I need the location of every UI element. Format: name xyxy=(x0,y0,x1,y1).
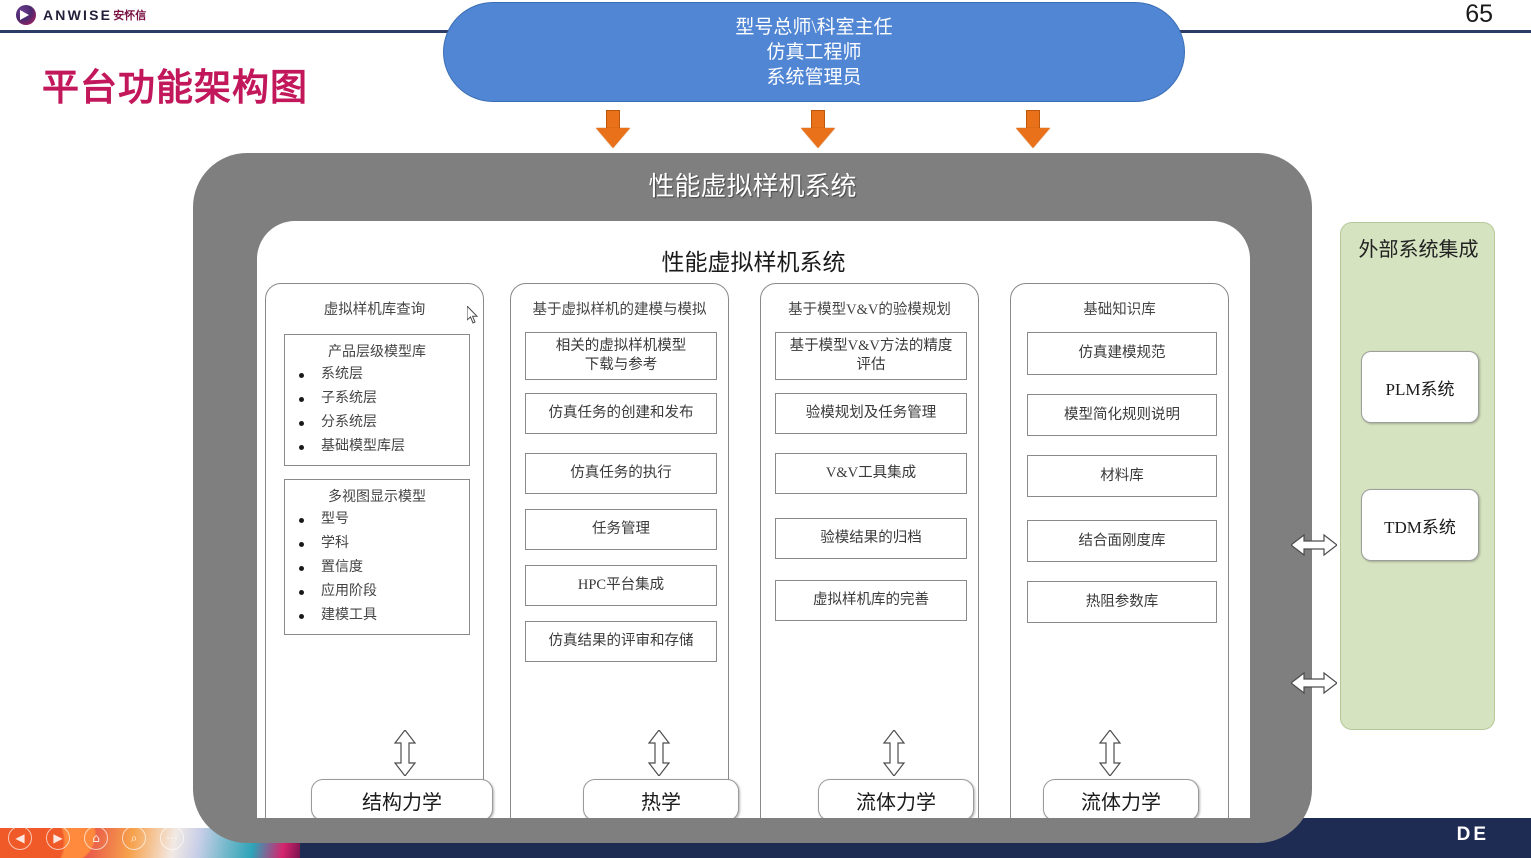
item-box[interactable]: 验模结果的归档 xyxy=(775,518,967,559)
list-item[interactable]: 应用阶段 xyxy=(295,580,469,604)
taskbar-right-label: DE xyxy=(1456,824,1489,845)
more-icon[interactable]: ⋯ xyxy=(160,826,184,850)
double-arrow-icon-discipline-2 xyxy=(646,730,672,776)
mouse-cursor xyxy=(466,304,479,324)
system-inner-title: 性能虚拟样机系统 xyxy=(661,250,846,275)
double-arrow-icon-discipline-1 xyxy=(392,730,418,776)
external-system-plm[interactable]: PLM系统 xyxy=(1361,351,1479,423)
item-box[interactable]: 材料库 xyxy=(1027,455,1217,497)
double-arrow-icon-discipline-3 xyxy=(881,730,907,776)
item-box[interactable]: 基于模型V&V方法的精度评估 xyxy=(775,332,967,380)
discipline-box-fluid-2[interactable]: 流体力学 xyxy=(1043,779,1199,821)
home-icon[interactable]: ⌂ xyxy=(84,826,108,850)
system-inner-panel: 性能虚拟样机系统 虚拟样机库查询 产品层级模型库 系统层 子系统层 分系统层 基… xyxy=(257,221,1250,858)
external-systems-title: 外部系统集成 xyxy=(1358,239,1479,261)
role-banner-line-2: 仿真工程师 xyxy=(766,41,862,63)
column-modeling-simulation[interactable]: 基于虚拟样机的建模与模拟 相关的虚拟样机模型下载与参考 仿真任务的创建和发布 仿… xyxy=(510,283,729,836)
column-virtual-prototype-query[interactable]: 虚拟样机库查询 产品层级模型库 系统层 子系统层 分系统层 基础模型库层 多视图… xyxy=(265,283,484,836)
arrow-shaft xyxy=(1026,110,1040,129)
item-box[interactable]: 仿真任务的创建和发布 xyxy=(525,393,717,434)
arrow-head xyxy=(1016,128,1050,148)
column-title: 基于模型V&V的验模规划 xyxy=(788,302,951,318)
list-item[interactable]: 型号 xyxy=(295,508,469,532)
anwise-logo-cjk: 安怀信 xyxy=(113,9,147,22)
external-system-tdm[interactable]: TDM系统 xyxy=(1361,489,1479,561)
taskbar-icon-group: ◀ ▶ ⌂ ⌕ ⋯ xyxy=(8,826,184,850)
role-banner-line-1: 型号总师\科室主任 xyxy=(735,16,893,38)
item-box[interactable]: 模型简化规则说明 xyxy=(1027,394,1217,436)
list-item[interactable]: 系统层 xyxy=(295,363,469,387)
item-box[interactable]: 热阻参数库 xyxy=(1027,581,1217,623)
item-box[interactable]: 任务管理 xyxy=(525,509,717,550)
down-arrow-icon-1 xyxy=(596,110,630,148)
column-title: 基于虚拟样机的建模与模拟 xyxy=(532,302,707,318)
list-item[interactable]: 建模工具 xyxy=(295,604,469,628)
arrow-shaft xyxy=(811,110,825,129)
search-icon[interactable]: ⌕ xyxy=(122,826,146,850)
anwise-logo-mark-icon xyxy=(16,5,36,25)
double-arrow-icon-tdm xyxy=(1291,670,1337,696)
item-box[interactable]: 仿真结果的评审和存储 xyxy=(525,621,717,662)
down-arrow-icon-3 xyxy=(1016,110,1050,148)
role-banner-line-3: 系统管理员 xyxy=(766,66,862,88)
anwise-logo-text: ANWISE xyxy=(43,7,113,23)
bullet-box-head: 产品层级模型库 xyxy=(328,345,426,360)
list-item[interactable]: 置信度 xyxy=(295,556,469,580)
list-item[interactable]: 学科 xyxy=(295,532,469,556)
external-systems-panel: 外部系统集成 PLM系统 TDM系统 xyxy=(1340,222,1495,730)
arrow-head xyxy=(596,128,630,148)
anwise-logo: ANWISE 安怀信 xyxy=(16,4,146,26)
column-vv-validation-planning[interactable]: 基于模型V&V的验模规划 基于模型V&V方法的精度评估 验模规划及任务管理 V&… xyxy=(760,283,979,836)
column-title: 基础知识库 xyxy=(1083,302,1156,318)
item-box[interactable]: 相关的虚拟样机模型下载与参考 xyxy=(525,332,717,380)
arrow-shaft xyxy=(606,110,620,129)
down-arrow-icon-2 xyxy=(801,110,835,148)
item-box[interactable]: 仿真任务的执行 xyxy=(525,453,717,494)
role-banner: 型号总师\科室主任 仿真工程师 系统管理员 xyxy=(443,2,1185,102)
discipline-box-fluid-1[interactable]: 流体力学 xyxy=(818,779,974,821)
system-outer-container: 性能虚拟样机系统 性能虚拟样机系统 虚拟样机库查询 产品层级模型库 系统层 子系… xyxy=(193,153,1337,858)
list-item[interactable]: 基础模型库层 xyxy=(295,435,469,459)
double-arrow-icon-discipline-4 xyxy=(1097,730,1123,776)
item-box[interactable]: 仿真建模规范 xyxy=(1027,332,1217,375)
column-knowledge-base[interactable]: 基础知识库 仿真建模规范 模型简化规则说明 材料库 结合面刚度库 热阻参数库 xyxy=(1010,283,1229,836)
list-item[interactable]: 子系统层 xyxy=(295,387,469,411)
forward-icon[interactable]: ▶ xyxy=(46,826,70,850)
page-number: 65 xyxy=(1465,0,1493,28)
page-title: 平台功能架构图 xyxy=(42,66,308,109)
item-box[interactable]: 虚拟样机库的完善 xyxy=(775,580,967,621)
discipline-box-thermal[interactable]: 热学 xyxy=(583,779,739,821)
column-title: 虚拟样机库查询 xyxy=(323,302,426,318)
bullet-box-head: 多视图显示模型 xyxy=(328,490,426,505)
bullet-list: 系统层 子系统层 分系统层 基础模型库层 xyxy=(285,363,469,459)
bullet-box-multiview-display[interactable]: 多视图显示模型 型号 学科 置信度 应用阶段 建模工具 xyxy=(284,479,470,635)
item-box[interactable]: HPC平台集成 xyxy=(525,565,717,606)
arrow-head xyxy=(801,128,835,148)
discipline-box-structural[interactable]: 结构力学 xyxy=(311,779,493,821)
double-arrow-icon-plm xyxy=(1291,532,1337,558)
system-outer-title: 性能虚拟样机系统 xyxy=(648,172,857,201)
slide-bottom-edge xyxy=(0,818,300,828)
bullet-box-product-hierarchy[interactable]: 产品层级模型库 系统层 子系统层 分系统层 基础模型库层 xyxy=(284,334,470,466)
item-box[interactable]: 验模规划及任务管理 xyxy=(775,393,967,434)
item-box[interactable]: V&V工具集成 xyxy=(775,453,967,494)
back-icon[interactable]: ◀ xyxy=(8,826,32,850)
list-item[interactable]: 分系统层 xyxy=(295,411,469,435)
bullet-list: 型号 学科 置信度 应用阶段 建模工具 xyxy=(285,508,469,628)
item-box[interactable]: 结合面刚度库 xyxy=(1027,520,1217,562)
